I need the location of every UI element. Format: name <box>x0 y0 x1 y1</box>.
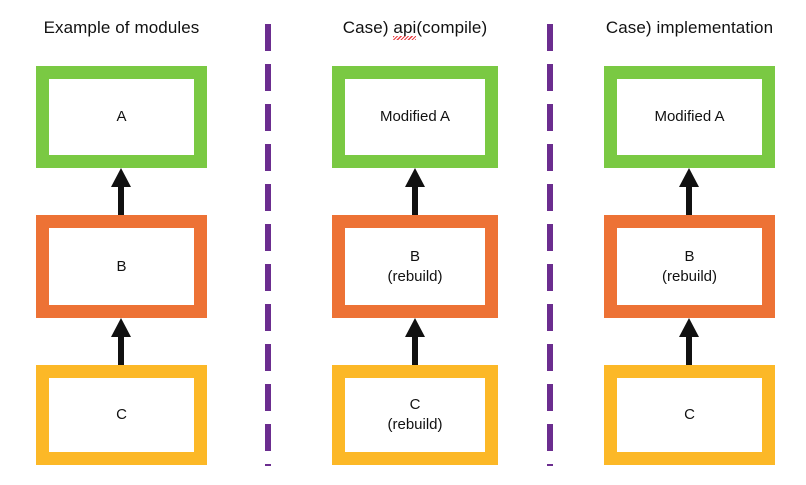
node-api-compile-a: Modified A <box>332 66 498 168</box>
node-label: A <box>116 108 127 125</box>
arrow-implementation-b-to-a <box>676 168 702 215</box>
node-label: B (rebuild) <box>387 247 443 285</box>
column-title-example: Example of modules <box>36 18 207 38</box>
column-title-implementation-text: Case) implementation <box>605 18 774 37</box>
node-implementation-b: B (rebuild) <box>604 215 775 318</box>
node-label: Modified A <box>654 108 725 125</box>
node-label: Modified A <box>379 108 451 125</box>
node-implementation-a: Modified A <box>604 66 775 168</box>
node-label: C <box>116 406 127 423</box>
divider-1 <box>265 24 271 466</box>
node-implementation-c: C <box>604 365 775 465</box>
column-title-example-text: Example of modules <box>43 18 200 37</box>
node-label: C (rebuild) <box>387 396 443 433</box>
arrow-example-b-to-a <box>108 168 134 215</box>
arrow-implementation-c-to-b <box>676 318 702 365</box>
node-example-c: C <box>36 365 207 465</box>
node-example-b: B <box>36 215 207 318</box>
column-title-suffix: (compile) <box>416 18 488 37</box>
spellcheck-misspelled-word: api <box>393 18 417 40</box>
node-example-a: A <box>36 66 207 168</box>
arrow-api-compile-c-to-b <box>402 318 428 365</box>
node-label: B (rebuild) <box>661 247 718 285</box>
divider-2 <box>547 24 553 466</box>
arrow-api-compile-b-to-a <box>402 168 428 215</box>
arrow-example-c-to-b <box>108 318 134 365</box>
node-label: B <box>116 257 127 275</box>
column-title-implementation: Case) implementation <box>604 18 775 38</box>
node-api-compile-c: C (rebuild) <box>332 365 498 465</box>
node-api-compile-b: B (rebuild) <box>332 215 498 318</box>
column-title-prefix: Case) <box>342 18 394 37</box>
column-title-api-compile: Case) api(compile) <box>332 18 498 40</box>
node-label: C <box>684 406 695 423</box>
